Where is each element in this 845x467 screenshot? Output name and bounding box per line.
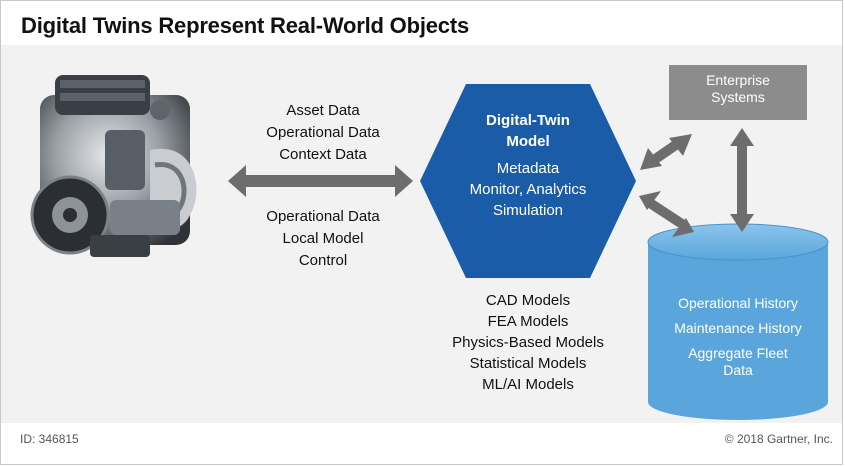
model-enterprise-arrow <box>640 134 692 170</box>
enterprise-database-arrow <box>730 128 754 232</box>
model-database-arrow <box>639 191 694 237</box>
database-line: Operational History <box>678 295 798 311</box>
copyright: © 2018 Gartner, Inc. <box>724 432 833 446</box>
figure-title: Digital Twins Represent Real-World Objec… <box>21 13 469 38</box>
model-type: ML/AI Models <box>482 376 574 393</box>
database-line: Maintenance History <box>674 320 802 336</box>
enterprise-label: Systems <box>711 89 765 105</box>
digital-twin-hexagon <box>420 84 636 278</box>
digital-twin-line: Monitor, Analytics <box>469 181 587 198</box>
engine-photo <box>30 75 197 257</box>
control-label: Operational Data <box>266 208 380 225</box>
asset-label: Context Data <box>279 146 367 163</box>
control-labels: Operational Data Local Model Control <box>238 206 408 272</box>
model-type: FEA Models <box>487 313 569 330</box>
model-type: Physics-Based Models <box>452 334 604 351</box>
model-type: Statistical Models <box>469 355 587 372</box>
digital-twin-text: Digital-Twin Model Metadata Monitor, Ana… <box>428 110 628 221</box>
digital-twin-line: Simulation <box>492 202 564 219</box>
control-label: Control <box>298 252 348 269</box>
asset-label: Operational Data <box>266 124 380 141</box>
database-text: Operational History Maintenance History … <box>648 295 828 379</box>
asset-data-labels: Asset Data Operational Data Context Data <box>238 100 408 166</box>
asset-label: Asset Data <box>286 102 360 119</box>
enterprise-systems-box <box>669 65 807 120</box>
model-types-list: CAD Models FEA Models Physics-Based Mode… <box>428 290 628 395</box>
enterprise-label: Enterprise <box>706 72 770 88</box>
digital-twin-title: Digital-Twin <box>486 112 570 129</box>
engine-model-arrow <box>228 165 413 197</box>
control-label: Local Model <box>282 230 364 247</box>
database-cylinder <box>647 223 829 420</box>
header: Digital Twins Represent Real-World Objec… <box>1 1 842 45</box>
digital-twin-title: Model <box>506 133 550 150</box>
model-type: CAD Models <box>485 292 571 309</box>
enterprise-systems-text: Enterprise Systems <box>668 72 808 106</box>
digital-twin-line: Metadata <box>496 160 560 177</box>
figure-id: ID: 346815 <box>20 432 79 446</box>
aggregate-fleet-data: Aggregate Fleet Data <box>688 345 788 378</box>
